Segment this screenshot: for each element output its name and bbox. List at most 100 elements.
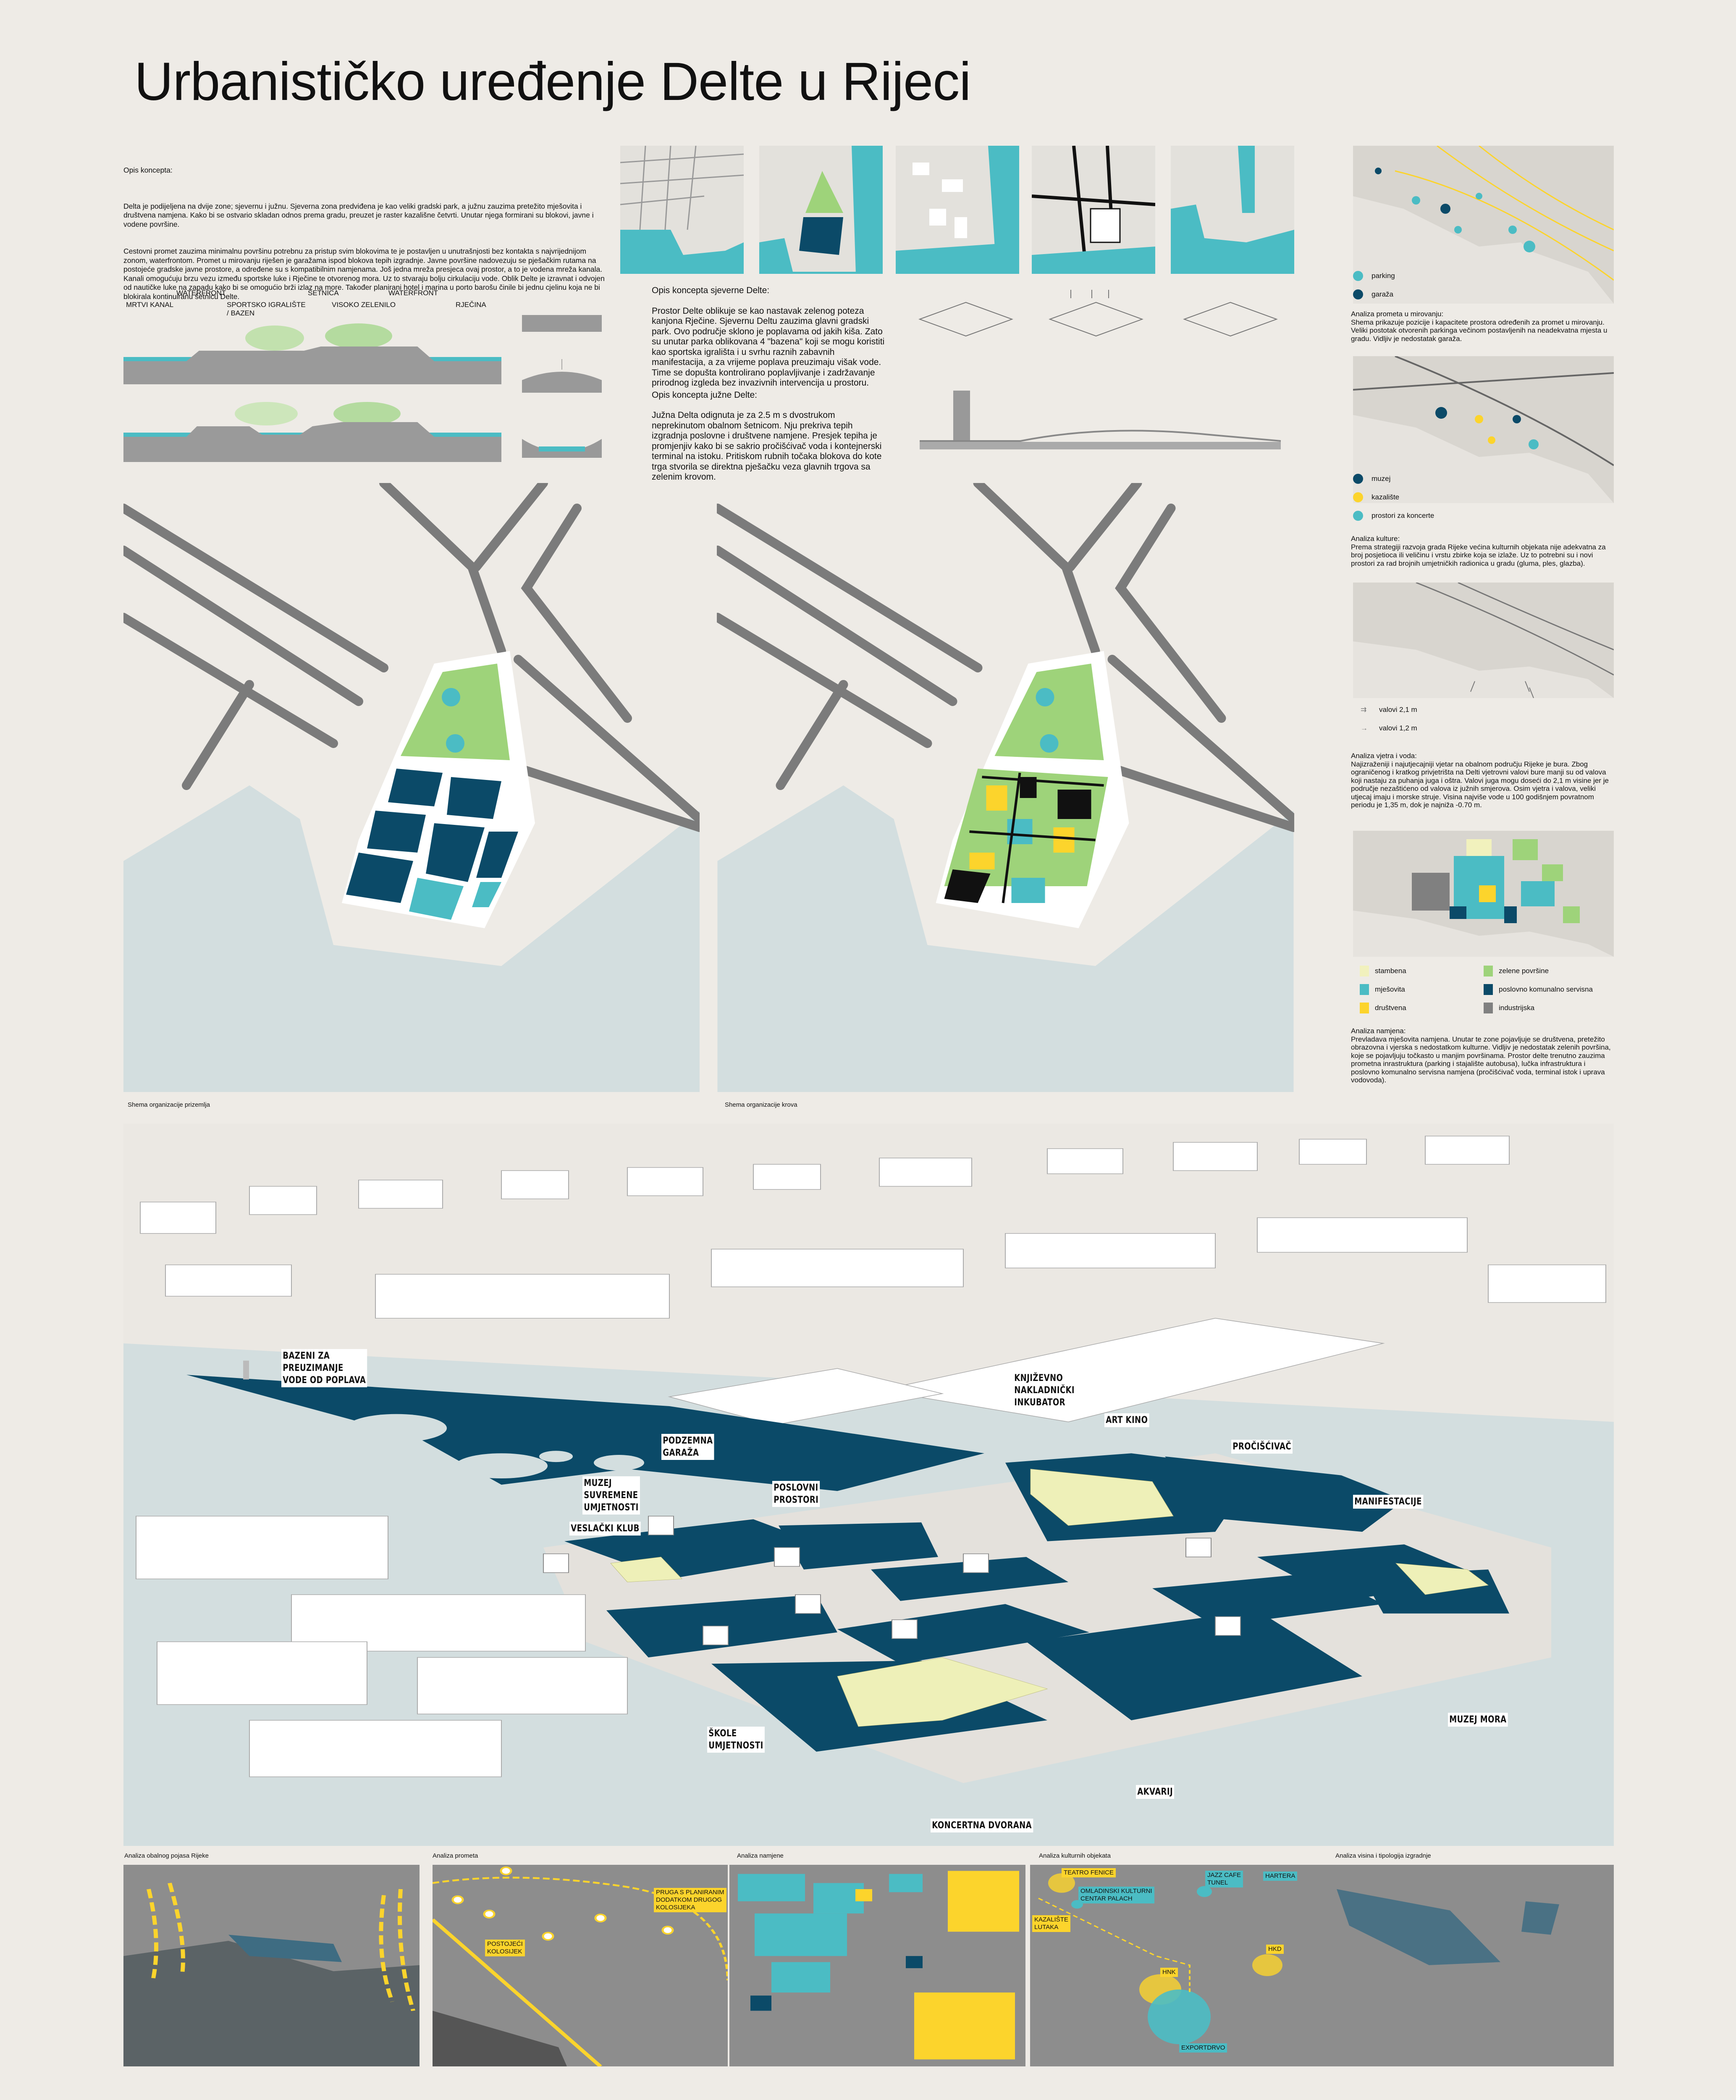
label-art-kino: ART KINO: [1104, 1413, 1149, 1427]
label-sportsko: SPORTSKO IGRALIŠTE / BAZEN: [227, 301, 306, 317]
legend-label: parking: [1371, 272, 1395, 280]
caption-ground-floor: Shema organizacije prizemlja: [128, 1101, 210, 1108]
legend-label: mješovita: [1375, 985, 1405, 993]
culture-legend: muzej kazalište prostori za koncerte: [1348, 470, 1434, 525]
axonometric-view: BAZENI ZA PREUZIMANJE VODE OD POPLAVA PO…: [123, 1124, 1614, 1846]
concept-description: Opis koncepta: Delta je podijeljena na d…: [123, 148, 606, 310]
landuse-analysis-text: Analiza namjena: Prevladava mješovita na…: [1351, 1027, 1611, 1084]
label-procistivac: PROČIŠĆIVAČ: [1231, 1440, 1293, 1454]
caption-culture-analysis: Analiza kulturnih objekata: [1039, 1852, 1111, 1859]
label-akvarij: AKVARIJ: [1136, 1785, 1175, 1799]
thumb-water: [1171, 146, 1294, 274]
concert-swatch: [1353, 511, 1363, 521]
poslovno-swatch: [1484, 984, 1493, 995]
legend-label: prostori za koncerte: [1371, 512, 1434, 520]
label-visoko-zelenilo: VISOKO ZELENILO: [332, 301, 396, 309]
legend-label: valovi 2,1 m: [1379, 706, 1417, 714]
legend-label: društvena: [1375, 1004, 1406, 1012]
label-muzej-mora: MUZEJ MORA: [1448, 1713, 1508, 1727]
traffic-analysis-text: Analiza prometa u mirovanju: Shema prika…: [1351, 310, 1608, 343]
legend-label: kazalište: [1371, 493, 1400, 501]
caption-landuse-analysis: Analiza namjene: [737, 1852, 784, 1859]
label-teatro-fenice: TEATRO FENICE: [1062, 1868, 1116, 1877]
waves-low-icon: →: [1361, 724, 1368, 732]
section-proposed: [123, 402, 501, 462]
label-muzej-suvremene: MUZEJ SUVREMENE UMJETNOSTI: [582, 1476, 640, 1515]
coast-analysis-map: [123, 1865, 420, 2066]
caption-roof: Shema organizacije krova: [725, 1101, 797, 1108]
museum-swatch: [1353, 474, 1363, 484]
label-hnk: HNK: [1160, 1968, 1178, 1977]
thumb-blocks: [896, 146, 1019, 274]
label-hkd: HKD: [1266, 1945, 1284, 1954]
culture-analysis-text: Analiza kulture: Prema strategiji razvoj…: [1351, 535, 1606, 567]
legend-label: zelene površine: [1499, 967, 1549, 975]
legend-label: poslovno komunalno servisna: [1499, 985, 1593, 993]
label-recina: RJEČINA: [456, 301, 486, 309]
label-waterfront: WATERFRONT: [388, 289, 438, 297]
roof-plan: [717, 483, 1294, 1092]
parking-swatch: [1353, 271, 1363, 281]
label-waterfront: WATERFRONT: [176, 289, 226, 297]
caption-coast-analysis: Analiza obalnog pojasa Rijeke: [124, 1852, 209, 1859]
poster-title: Urbanističko uređenje Delte u Rijeci: [134, 52, 971, 112]
waves-high-icon: ⇉: [1361, 706, 1367, 714]
north-south-description: Opis koncepta sjeverne Delte: Prostor De…: [652, 286, 887, 483]
legend-label: industrijska: [1499, 1004, 1535, 1012]
thumb-green-delta: [759, 146, 883, 274]
label-hartera: HARTERA: [1263, 1872, 1298, 1881]
theatre-swatch: [1353, 492, 1363, 502]
ground-floor-plan: [123, 483, 700, 1092]
water-level-icons: [522, 315, 602, 458]
caption-height-analysis: Analiza visina i tipologija izgradnje: [1335, 1852, 1431, 1859]
culture-analysis-map: [1353, 356, 1614, 503]
concept-paragraph-1: Delta je podijeljena na dvije zone; sjev…: [123, 202, 596, 228]
drustvena-swatch: [1360, 1003, 1369, 1013]
legend-label: valovi 1,2 m: [1379, 724, 1417, 732]
south-heading: Opis koncepta južne Delte:: [652, 390, 757, 400]
label-planned-railway: PRUGA S PLANIRANIM DODATKOM DRUGOG KOLOS…: [654, 1888, 726, 1912]
label-mrtvi-kanal: MRTVI KANAL: [126, 301, 174, 309]
landuse-analysis-map: [1353, 831, 1614, 957]
concept-paragraph-2: Cestovni promet zauzima minimalnu površi…: [123, 247, 607, 301]
label-bazeni: BAZENI ZA PREUZIMANJE VODE OD POPLAVA: [281, 1349, 367, 1387]
label-jazz-cafe: JAZZ CAFE TUNEL: [1205, 1871, 1243, 1887]
mjesovita-swatch: [1360, 984, 1369, 995]
label-kazaliste-lutaka: KAZALIŠTE LUTAKA: [1032, 1915, 1070, 1932]
wind-analysis-text: Analiza vjetra i voda: Najizraženiji i n…: [1351, 752, 1609, 809]
traffic-analysis-map: [1353, 146, 1614, 304]
zelene-swatch: [1484, 966, 1493, 976]
concept-sketches: [918, 290, 1281, 449]
thumb-grid: [620, 146, 744, 274]
north-text: Prostor Delte oblikuje se kao nastavak z…: [652, 306, 885, 388]
industrijska-swatch: [1484, 1003, 1493, 1013]
label-podzemna-garaza: PODZEMNA GARAŽA: [661, 1434, 714, 1460]
label-poslovni-prostori: POSLOVNI PROSTORI: [772, 1481, 820, 1507]
label-manifestacije: MANIFESTACIJE: [1353, 1495, 1424, 1509]
caption-traffic-analysis: Analiza prometa: [433, 1852, 478, 1859]
label-inkubator: KNJIŽEVNO NAKLADNIČKI INKUBATOR: [1013, 1371, 1076, 1410]
landuse-analysis-photo-map: [729, 1865, 1025, 2066]
north-heading: Opis koncepta sjeverne Delte:: [652, 286, 770, 295]
height-analysis-photo-map: [1324, 1865, 1614, 2066]
label-exportdrvo: EXPORTDRVO: [1179, 2043, 1227, 2053]
south-text: Južna Delta odignuta je za 2.5 m s dvost…: [652, 410, 882, 482]
legend-label: stambena: [1375, 967, 1406, 975]
cross-sections: [123, 323, 501, 462]
label-palach: OMLADINSKI KULTURNI CENTAR PALACH: [1078, 1887, 1154, 1903]
traffic-legend: parking garaža: [1348, 267, 1395, 304]
wind-analysis-map: [1353, 583, 1614, 698]
label-setnica: ŠETNICA: [308, 289, 339, 297]
label-koncertna-dvorana: KONCERTNA DVORANA: [931, 1819, 1033, 1832]
landuse-legend: stambena zelene površine mješovita poslo…: [1348, 962, 1610, 1017]
wave-legend: ⇉ valovi 2,1 m → valovi 1,2 m: [1361, 701, 1417, 738]
stambena-swatch: [1360, 966, 1369, 976]
culture-analysis-photo-map: TEATRO FENICE OMLADINSKI KULTURNI CENTAR…: [1030, 1865, 1326, 2066]
label-skole-umjetnosti: ŠKOLE UMJETNOSTI: [707, 1727, 765, 1753]
legend-label: garaža: [1371, 290, 1393, 298]
thumb-roads: [1032, 146, 1155, 274]
label-existing-railway: POSTOJEĆI KOLOSIJEK: [485, 1940, 525, 1956]
legend-label: muzej: [1371, 475, 1391, 483]
traffic-analysis-photo-map: PRUGA S PLANIRANIM DODATKOM DRUGOG KOLOS…: [433, 1865, 728, 2066]
garage-swatch: [1353, 289, 1363, 299]
